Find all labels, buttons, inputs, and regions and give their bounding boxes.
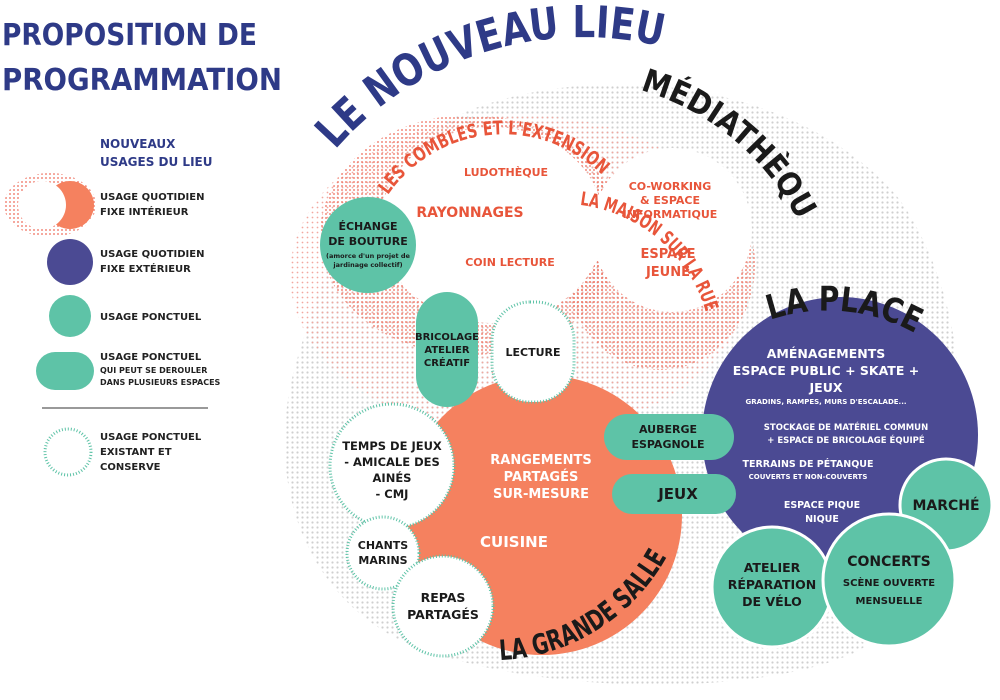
marche-label: MARCHÉ [912,497,979,514]
legend-swatch-daily-outdoor [47,239,93,285]
echange-label-2: DE BOUTURE [328,235,408,248]
legend-label-3a: USAGE PONCTUEL [100,312,202,323]
stockage-label-2: + ESPACE DE BRICOLAGE ÉQUIPÉ [767,434,925,446]
legend-label-1b: FIXE INTÉRIEUR [100,205,189,218]
bricolage-label-1: BRICOLAGE [415,332,479,343]
bricolage-label-2: ATELIER [424,345,470,356]
coin-lecture-label: COIN LECTURE [465,256,555,269]
legend-label-1a: USAGE QUOTIDIEN [100,192,204,203]
lecture-pill [490,300,576,404]
amenagements-label-1: AMÉNAGEMENTS [767,346,886,361]
petanque-label-1: TERRAINS DE PÉTANQUE [742,458,873,470]
cuisine-label: CUISINE [480,533,548,551]
auberge-label-2: ESPAGNOLE [631,438,704,451]
jeux-label: JEUX [657,485,698,503]
amenagements-label-3: JEUX [809,380,843,395]
bricolage-pill [416,292,478,407]
temps-jeux-circle [328,402,456,530]
temps-jeux-label-1: TEMPS DE JEUX [342,439,442,453]
legend-heading-2: USAGES DU LIEU [100,155,212,169]
coworking-label-2: & ESPACE [640,194,700,207]
pique-nique-label-1: ESPACE PIQUE [784,500,860,511]
title-line-2: PROGRAMMATION [2,63,282,98]
legend-label-2b: FIXE EXTÉRIEUR [100,262,191,275]
rangements-label-2: PARTAGÉS [504,469,579,485]
echange-note-2: jardinage collectif) [332,261,402,269]
lecture-label: LECTURE [505,346,560,359]
legend-swatch-occasional [49,295,91,337]
legend-label-5a: USAGE PONCTUEL [100,432,202,443]
legend-swatch-occasional-multi [36,352,94,390]
auberge-label-1: AUBERGE [639,423,697,436]
legend-label-5b: EXISTANT ET [100,447,172,458]
legend-heading-1: NOUVEAUX [100,137,176,151]
concerts-label-1: CONCERTS [847,554,931,570]
espace-jeune-label-2: JEUNE [645,265,690,280]
chants-label-2: MARINS [358,554,407,567]
ludotheque-label: LUDOTHÈQUE [464,166,548,179]
legend-label-2a: USAGE QUOTIDIEN [100,249,204,260]
legend-swatch-existing [43,427,93,477]
rayonnages-label: RAYONNAGES [416,205,523,221]
coworking-circle [592,148,752,312]
temps-jeux-label-2: - AMICALE DES [344,455,440,469]
concerts-label-3: MENSUELLE [856,596,923,607]
echange-bouture-circle [320,197,416,293]
bricolage-label-3: CRÉATIF [424,356,470,369]
rangements-label-1: RANGEMENTS [490,453,591,468]
legend-label-4a: USAGE PONCTUEL [100,352,202,363]
echange-note-1: (amorce d'un projet de [326,252,410,260]
combles-circle [380,127,604,323]
legend-label-5c: CONSERVE [100,462,161,473]
espace-jeune-label-1: ESPACE [640,247,695,262]
chants-marins-circle [345,515,421,591]
concerts-label-2: SCÈNE OUVERTE [843,576,935,589]
atelier-velo-label-2: RÉPARATION [728,577,816,592]
repas-label-2: PARTAGÉS [407,607,479,622]
pique-nique-label-2: NIQUE [805,514,839,525]
stockage-label-1: STOCKAGE DE MATÉRIEL COMMUN [764,421,928,433]
repas-label-1: REPAS [421,590,466,605]
concerts-circle [821,512,957,648]
legend-swatch-daily-indoor [4,173,96,237]
legend: NOUVEAUX USAGES DU LIEU USAGE QUOTIDIEN … [4,137,221,477]
auberge-pill [604,414,734,460]
coworking-label-3: INFORMATIQUE [623,208,718,221]
amenagements-label-4: GRADINS, RAMPES, MURS D'ESCALADE... [745,398,906,406]
temps-jeux-label-3: AINÉS [373,470,412,485]
echange-label-1: ÉCHANGE [338,220,397,233]
chants-label-1: CHANTS [358,539,409,552]
petanque-label-2: COUVERTS ET NON-COUVERTS [749,473,868,481]
amenagements-label-2: ESPACE PUBLIC + SKATE + [733,363,919,378]
rangements-label-3: SUR-MESURE [493,487,589,502]
jeux-pill [612,474,736,514]
legend-label-4b: QUI PEUT SE DEROULER [100,366,207,375]
repas-circle [391,554,495,658]
title-line-1: PROPOSITION DE [2,18,257,53]
temps-jeux-label-4: - CMJ [376,487,409,501]
atelier-velo-label-3: DE VÉLO [742,594,802,609]
legend-label-4c: DANS PLUSIEURS ESPACES [100,378,221,387]
coworking-label-1: CO-WORKING [629,180,712,193]
atelier-velo-label-1: ATELIER [744,560,801,575]
